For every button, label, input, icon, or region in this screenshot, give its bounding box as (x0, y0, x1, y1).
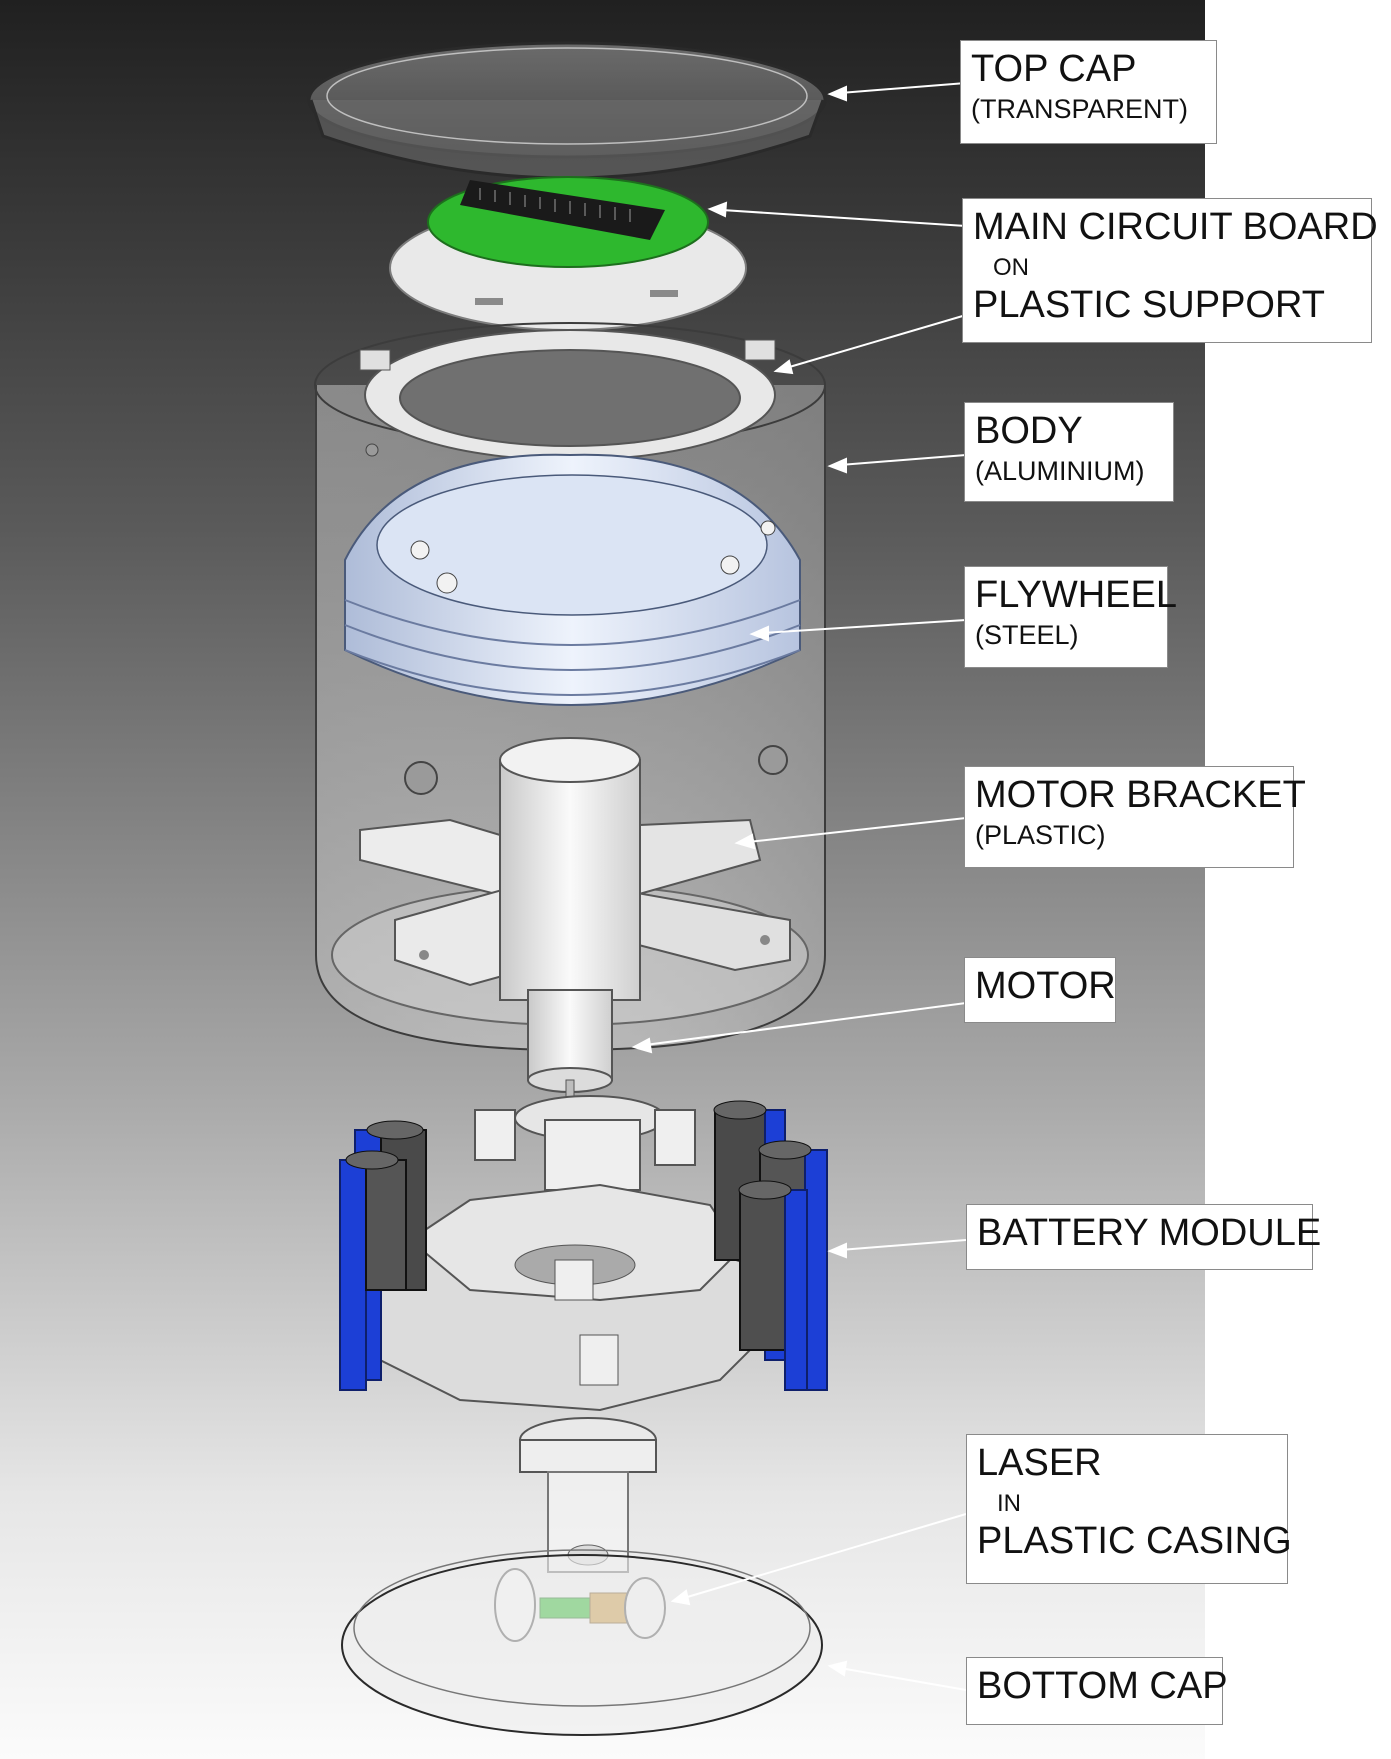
label-motor: MOTOR (964, 957, 1116, 1023)
label-flywheel-title: FLYWHEEL (975, 574, 1178, 616)
label-motor-bracket-material: (PLASTIC) (975, 819, 1106, 850)
label-body-title: BODY (975, 410, 1083, 452)
label-body: BODY (ALUMINIUM) (964, 402, 1174, 502)
label-battery-module: BATTERY MODULE (966, 1204, 1322, 1270)
label-top-cap-title: TOP CAP (971, 48, 1137, 90)
label-top-cap-material: (TRANSPARENT) (971, 93, 1189, 124)
label-circuit-board: MAIN CIRCUIT BOARD ON PLASTIC SUPPORT (962, 198, 1378, 343)
label-flywheel-material: (STEEL) (975, 619, 1079, 650)
label-top-cap: TOP CAP (TRANSPARENT) (960, 40, 1217, 144)
flywheel-part (344, 453, 801, 706)
motor-part (499, 737, 641, 1101)
bottom-cap-part (341, 1549, 823, 1736)
circuit-board-part (389, 176, 747, 331)
label-laser-line1: LASER (977, 1442, 1102, 1484)
label-circuit-board-connector: ON (993, 253, 1029, 281)
top-cap-part (307, 41, 827, 180)
label-circuit-board-line2: PLASTIC SUPPORT (973, 284, 1325, 327)
label-motor-bracket: MOTOR BRACKET (PLASTIC) (964, 766, 1306, 868)
label-bottom-cap: BOTTOM CAP (966, 1657, 1228, 1725)
label-circuit-board-line1: MAIN CIRCUIT BOARD (973, 206, 1378, 248)
label-flywheel: FLYWHEEL (STEEL) (964, 566, 1178, 668)
label-battery-module-title: BATTERY MODULE (977, 1212, 1322, 1254)
label-motor-bracket-title: MOTOR BRACKET (975, 774, 1306, 816)
label-laser: LASER IN PLASTIC CASING (966, 1434, 1292, 1584)
leader-lines (631, 82, 967, 1691)
label-laser-connector: IN (997, 1489, 1021, 1517)
label-bottom-cap-title: BOTTOM CAP (977, 1665, 1228, 1707)
label-body-material: (ALUMINIUM) (975, 455, 1145, 486)
battery-module-part (339, 1095, 828, 1412)
label-laser-line2: PLASTIC CASING (977, 1520, 1292, 1563)
label-motor-title: MOTOR (975, 965, 1116, 1007)
